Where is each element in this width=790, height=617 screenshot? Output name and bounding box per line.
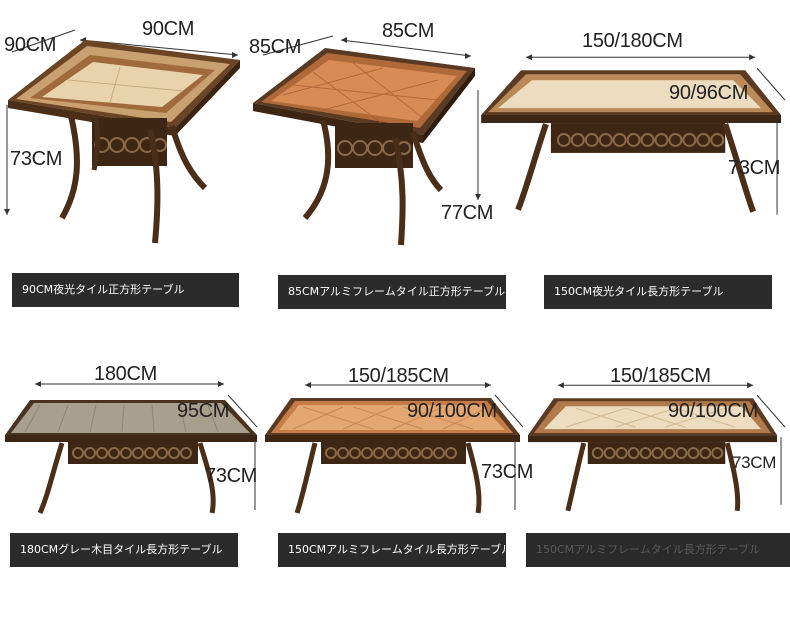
product-card-3[interactable]: 150/180CM 90/96CM 73CM 150CM夜光タイル長方形テーブル xyxy=(481,0,789,310)
product-image-4[interactable] xyxy=(0,355,263,565)
product-caption[interactable]: 150CMアルミフレームタイル長方形テーブル xyxy=(278,533,512,567)
product-caption[interactable]: 90CM夜光タイル正方形テーブル xyxy=(12,273,239,307)
depth-label: 90CM xyxy=(4,34,57,56)
product-image-1[interactable] xyxy=(0,0,263,260)
height-label: 77CM xyxy=(441,202,494,224)
product-card-6[interactable]: 150/185CM 90/100CM 73CM 150CMアルミフレームタイル長… xyxy=(526,355,790,617)
depth-label: 90/96CM xyxy=(669,82,749,104)
height-label: 73CM xyxy=(205,465,258,487)
product-card-4[interactable]: 180CM 95CM 73CM 180CMグレー木目タイル長方形テーブル xyxy=(0,355,263,617)
height-label: 73CM xyxy=(481,461,534,483)
product-caption[interactable]: 150CMアルミフレームタイル長方形テーブル xyxy=(526,533,790,567)
depth-label: 90/100CM xyxy=(668,400,758,422)
height-label: 73CM xyxy=(10,148,63,170)
width-label: 90CM xyxy=(142,18,195,40)
product-image-3[interactable] xyxy=(481,0,789,260)
product-caption[interactable]: 85CMアルミフレームタイル正方形テーブル xyxy=(278,275,506,309)
width-label: 150/185CM xyxy=(348,365,449,387)
product-caption[interactable]: 180CMグレー木目タイル長方形テーブル xyxy=(10,533,238,567)
product-card-2[interactable]: 85CM 85CM 77CM 85CMアルミフレームタイル正方形テーブル xyxy=(249,0,526,310)
width-label: 180CM xyxy=(94,363,157,385)
width-label: 85CM xyxy=(382,20,435,42)
depth-label: 90/100CM xyxy=(407,400,497,422)
width-label: 150/180CM xyxy=(582,30,683,52)
depth-label: 95CM xyxy=(177,400,230,422)
product-image-2[interactable] xyxy=(253,0,526,260)
product-card-1[interactable]: 90CM 90CM 73CM 90CM夜光タイル正方形テーブル xyxy=(0,0,263,310)
depth-label: 85CM xyxy=(249,36,302,58)
height-label: 73CM xyxy=(728,157,781,179)
product-card-5[interactable]: 150/185CM 90/100CM 73CM 150CMアルミフレームタイル長… xyxy=(263,355,533,617)
width-label: 150/185CM xyxy=(610,365,711,387)
height-label: 73CM xyxy=(732,453,777,472)
product-image-6[interactable] xyxy=(526,355,789,565)
product-caption[interactable]: 150CM夜光タイル長方形テーブル xyxy=(544,275,772,309)
product-image-5[interactable] xyxy=(263,355,526,565)
